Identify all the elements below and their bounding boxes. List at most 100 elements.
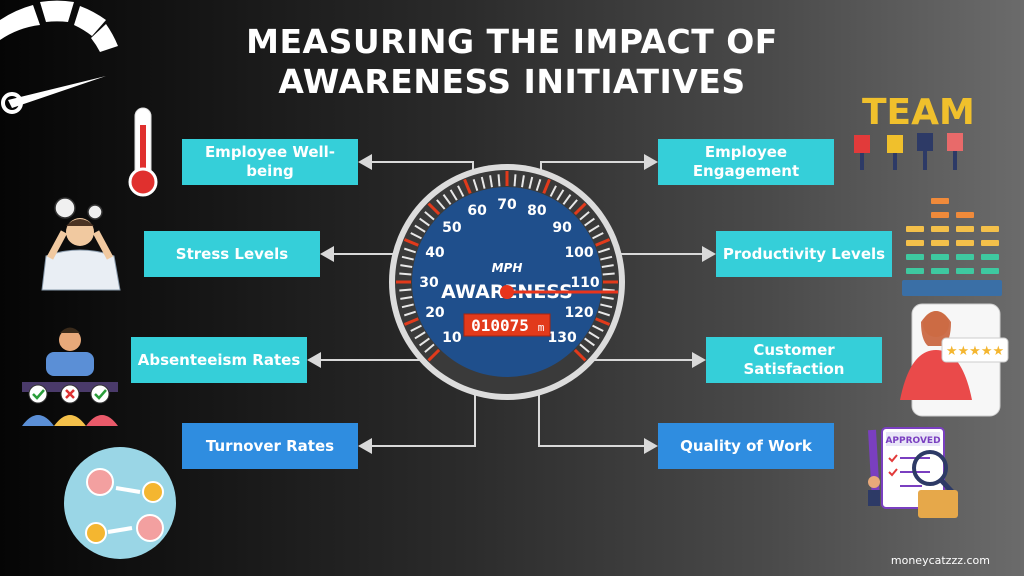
equalizer-segment	[956, 240, 974, 246]
gauge-minor-tick	[584, 337, 595, 347]
gauge-major-tick	[427, 202, 441, 216]
attendance-people-icon	[22, 327, 118, 426]
gauge-minor-tick	[400, 264, 413, 268]
gauge-minor-tick	[592, 232, 604, 240]
gauge-minor-tick	[579, 343, 590, 353]
gauge-minor-tick	[521, 175, 525, 188]
gauge-minor-tick	[528, 176, 534, 189]
gauge-minor-tick	[419, 337, 430, 347]
odometer-unit: m	[538, 321, 545, 334]
gauge-minor-tick	[424, 343, 435, 353]
connector-turnover	[358, 378, 476, 454]
box-quality-of-work: Quality of Work	[658, 423, 834, 469]
gauge-minor-tick	[601, 296, 614, 300]
equalizer-base	[902, 280, 1002, 296]
gauge-tick-label: 80	[527, 203, 547, 219]
gauge-minor-tick	[592, 324, 604, 332]
equalizer-segment	[956, 268, 974, 274]
box-label: Employee Engagement	[692, 143, 800, 180]
approved-document-icon: APPROVED	[868, 427, 958, 518]
gauge-ticks	[396, 171, 618, 362]
gauge-major-tick	[403, 317, 419, 326]
gauge-minor-tick	[489, 175, 493, 188]
box-label: Employee Well-being	[204, 143, 336, 180]
box-productivity-levels: Productivity Levels	[716, 231, 892, 277]
gauge-minor-tick	[399, 288, 412, 292]
equalizer-segment	[906, 226, 924, 232]
gauge-minor-tick	[414, 331, 426, 340]
gauge-major-tick	[595, 238, 611, 247]
gauge-tick-label: 130	[548, 330, 577, 346]
customer-rating-icon: ★★★★★	[900, 303, 1009, 417]
approved-word: APPROVED	[885, 436, 940, 446]
gauge-tick-label: 120	[564, 305, 593, 321]
box-stress-levels: Stress Levels	[144, 231, 320, 277]
gauge-minor-tick	[410, 232, 422, 240]
employee-exchange-icon	[64, 447, 176, 559]
equalizer-segment	[931, 226, 949, 232]
gauge-minor-tick	[602, 288, 615, 292]
equalizer-segment	[931, 240, 949, 246]
gauge-tick-label: 100	[564, 245, 593, 261]
box-label: Productivity Levels	[722, 244, 886, 263]
gauge-minor-tick	[480, 176, 486, 189]
gauge-minor-tick	[449, 189, 458, 201]
gauge-unit: MPH	[492, 261, 523, 275]
thermometer-icon	[128, 107, 158, 197]
gauge-tick-label: 110	[570, 275, 599, 291]
equalizer-bars-icon	[906, 198, 999, 274]
gauge-minor-tick	[568, 199, 578, 210]
gauge-minor-tick	[579, 211, 590, 221]
equalizer-segment	[906, 240, 924, 246]
connector-quality	[538, 378, 658, 454]
gauge-major-tick	[573, 202, 587, 216]
rating-stars: ★★★★★	[946, 344, 1004, 359]
gauge-minor-tick	[410, 324, 422, 332]
box-absenteeism-rates: Absenteeism Rates	[131, 337, 307, 383]
team-icon: TEAM	[854, 92, 975, 170]
gauge-minor-tick	[401, 255, 414, 261]
gauge-minor-tick	[442, 194, 452, 205]
box-label: Absenteeism Rates	[137, 350, 301, 369]
gauge-minor-tick	[472, 178, 479, 192]
team-word: TEAM	[862, 92, 975, 133]
gauge-minor-tick	[597, 310, 611, 317]
gauge-minor-tick	[549, 185, 557, 197]
box-label: Stress Levels	[175, 244, 289, 263]
footer-domain: moneycatzzz.com	[890, 554, 990, 567]
gauge-minor-tick	[584, 217, 595, 227]
gauge-minor-tick	[436, 199, 446, 210]
gauge-face	[412, 187, 602, 377]
gauge-minor-tick	[602, 272, 615, 276]
gauge-major-tick	[573, 348, 587, 362]
gauge-tick-label: 60	[467, 203, 487, 219]
equalizer-segment	[931, 254, 949, 260]
gauge-minor-tick	[588, 331, 600, 340]
equalizer-segment	[906, 268, 924, 274]
gauge-minor-tick	[419, 217, 430, 227]
equalizer-segment	[981, 240, 999, 246]
gauge-minor-tick	[597, 247, 611, 254]
gauge-minor-tick	[424, 211, 435, 221]
gauge-minor-tick	[399, 272, 412, 276]
gauge-minor-tick	[601, 264, 614, 268]
gauge-tick-label: 90	[552, 220, 572, 236]
equalizer-segment	[981, 268, 999, 274]
equalizer-segment	[956, 254, 974, 260]
equalizer-segment	[931, 198, 949, 204]
gauge-major-tick	[463, 178, 472, 194]
gauge-minor-tick	[562, 194, 572, 205]
gauge-minor-tick	[600, 255, 613, 261]
gauge-tick-label: 50	[442, 220, 462, 236]
gauge-minor-tick	[414, 224, 426, 233]
gauge-tick-label: 10	[442, 330, 462, 346]
odometer-value: 010075	[471, 316, 529, 335]
gauge-tick-label: 30	[419, 275, 439, 291]
box-label: Quality of Work	[680, 436, 812, 455]
title-line-1: MEASURING THE IMPACT OF	[246, 22, 778, 61]
gauge-minor-tick	[556, 189, 565, 201]
gauge-minor-tick	[401, 303, 414, 309]
